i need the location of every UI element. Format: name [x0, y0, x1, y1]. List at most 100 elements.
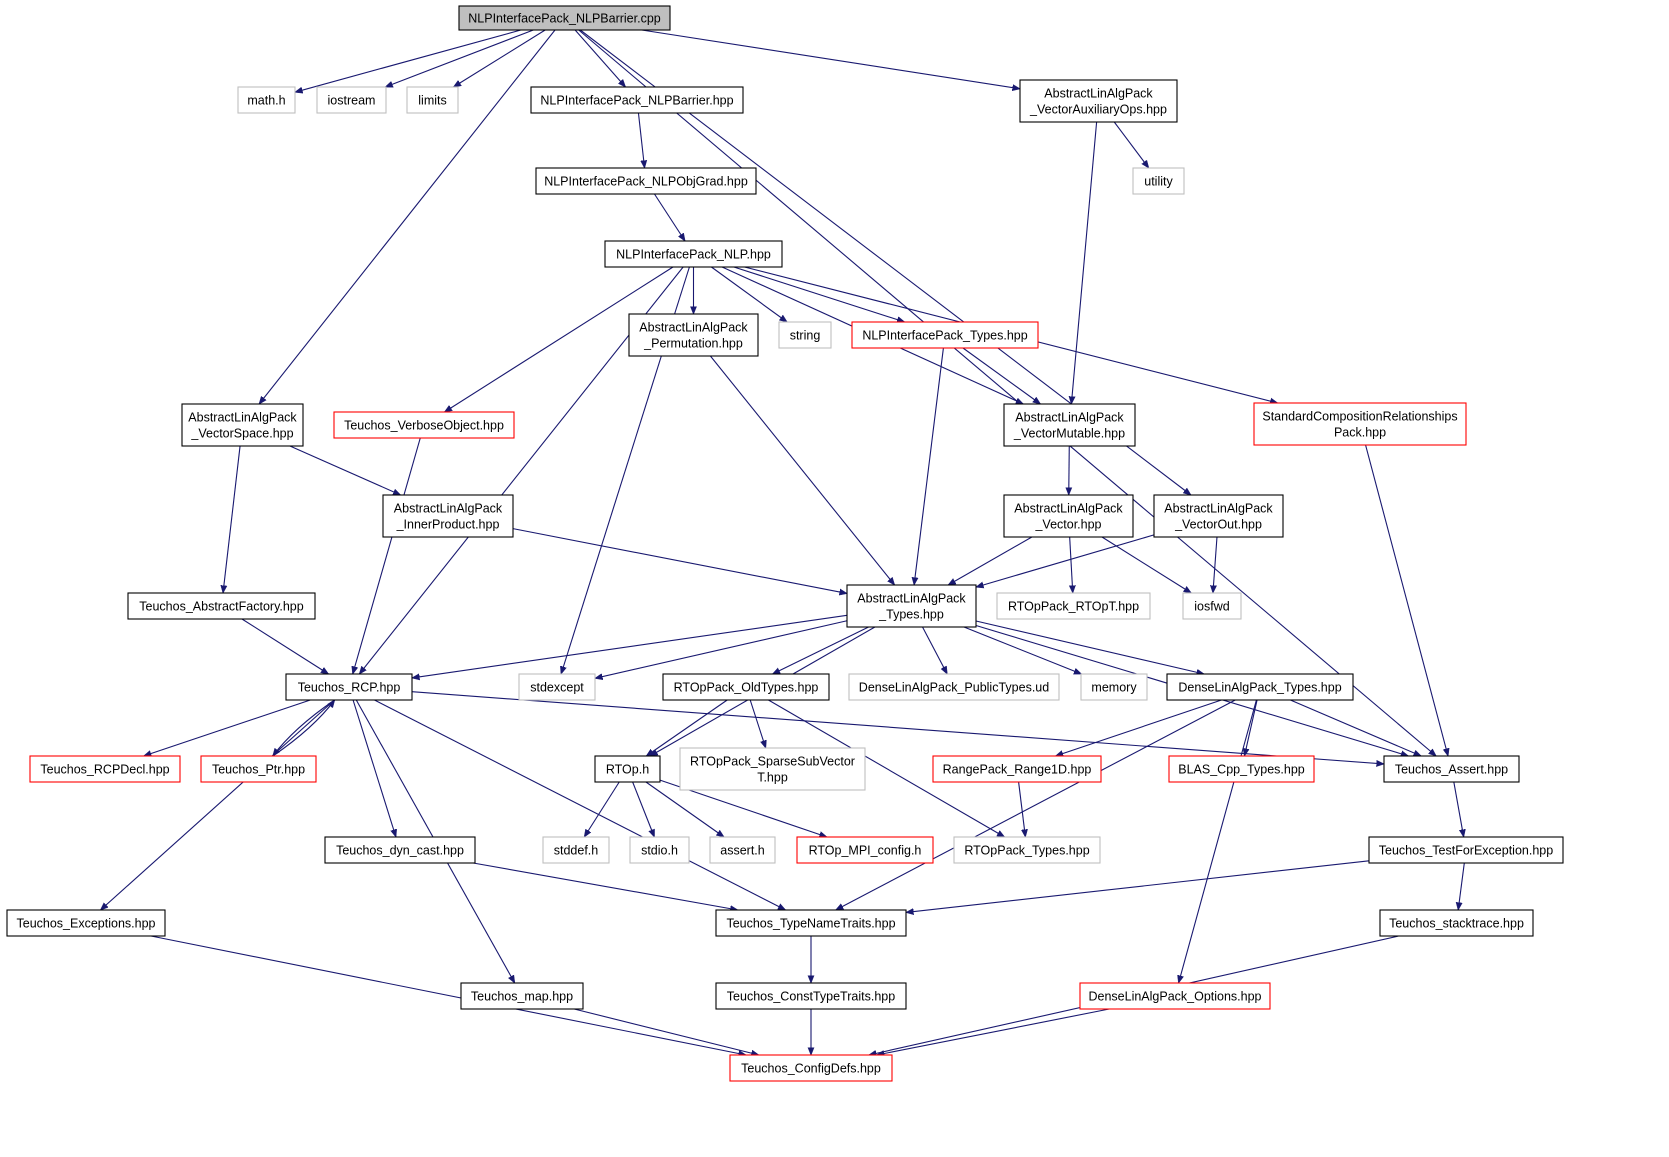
node-box: [1153, 494, 1284, 538]
node-range1d[interactable]: RangePack_Range1D.hpp: [932, 755, 1102, 783]
edge-stdcomp-to-assert: [1365, 444, 1448, 756]
node-label: DenseLinAlgPack_PublicTypes.ud: [859, 681, 1049, 695]
edge-innerprod-to-algtypes: [512, 528, 847, 594]
node-box: [316, 86, 387, 114]
node-algtypes[interactable]: AbstractLinAlgPack _Types.hpp: [846, 584, 977, 628]
node-label: stdio.h: [641, 844, 678, 858]
edge-rcp-to-assert: [411, 691, 1384, 764]
edge-vecspace-to-innerprod: [289, 445, 401, 496]
node-nlpobjgrad[interactable]: NLPInterfacePack_NLPObjGrad.hpp: [535, 167, 757, 195]
node-blas[interactable]: BLAS_Cpp_Types.hpp: [1168, 755, 1315, 783]
node-label: iosfwd: [1194, 600, 1229, 614]
node-vecaux[interactable]: AbstractLinAlgPack_VectorAuxiliaryOps.hp…: [1019, 79, 1178, 123]
node-box: [662, 673, 830, 701]
node-box: [796, 836, 934, 864]
edge-vecout-to-algtypes: [976, 534, 1155, 587]
node-box: [1080, 673, 1148, 701]
node-box: [1079, 982, 1271, 1010]
node-box: [382, 494, 514, 538]
node-label: _Permutation.hpp: [643, 337, 743, 351]
node-innerprod[interactable]: AbstractLinAlgPack_InnerProduct.hpp: [382, 494, 514, 538]
node-stacktrace[interactable]: Teuchos_stacktrace.hpp: [1379, 909, 1534, 937]
node-label: math.h: [247, 94, 285, 108]
node-denseopts[interactable]: DenseLinAlgPack_Options.hpp: [1079, 982, 1271, 1010]
node-mpiconfig[interactable]: RTOp_MPI_config.h: [796, 836, 934, 864]
edge-vecaux-to-vecmut: [1071, 121, 1098, 404]
node-box: [1003, 403, 1136, 447]
node-label: NLPInterfacePack_NLPBarrier.hpp: [540, 94, 733, 108]
node-box: [1379, 909, 1534, 937]
node-map[interactable]: Teuchos_map.hpp: [460, 982, 584, 1010]
node-label: AbstractLinAlgPack: [1014, 502, 1123, 516]
edge-algtypes-to-memory: [963, 626, 1082, 675]
node-nlp[interactable]: NLPInterfacePack_NLP.hpp: [604, 240, 783, 268]
node-utility: utility: [1132, 167, 1185, 195]
node-nlpbarrier[interactable]: NLPInterfacePack_NLPBarrier.hpp: [530, 86, 744, 114]
node-limits: limits: [406, 86, 459, 114]
node-box: [181, 403, 304, 447]
node-box: [29, 755, 181, 783]
node-typename[interactable]: Teuchos_TypeNameTraits.hpp: [715, 909, 907, 937]
edge-dyncast-to-typename: [473, 862, 738, 910]
node-string: string: [778, 321, 832, 349]
node-label: Teuchos_stacktrace.hpp: [1389, 917, 1524, 931]
edge-range1d-to-rtoptypes: [1018, 781, 1026, 837]
node-label: _Types.hpp: [878, 608, 944, 622]
node-oldtypes[interactable]: RTOpPack_OldTypes.hpp: [662, 673, 830, 701]
node-stdexcept: stdexcept: [518, 673, 596, 701]
edge-assert-to-testexc: [1453, 781, 1464, 837]
edge-rtop-to-stddef: [584, 781, 620, 837]
node-verbose[interactable]: Teuchos_VerboseObject.hpp: [333, 411, 515, 439]
node-vecmut[interactable]: AbstractLinAlgPack_VectorMutable.hpp: [1003, 403, 1136, 447]
node-box: [996, 592, 1151, 620]
node-label: Teuchos_RCPDecl.hpp: [40, 763, 169, 777]
edge-root-to-iostream: [385, 29, 534, 88]
node-densetypes[interactable]: DenseLinAlgPack_Types.hpp: [1166, 673, 1354, 701]
node-label: AbstractLinAlgPack: [1164, 502, 1273, 516]
node-testexc[interactable]: Teuchos_TestForException.hpp: [1368, 836, 1564, 864]
node-label: RTOp_MPI_config.h: [809, 844, 922, 858]
node-box: [594, 755, 661, 783]
edge-root-to-nlpbarrier: [574, 29, 625, 87]
node-perm[interactable]: AbstractLinAlgPack_Permutation.hpp: [628, 313, 759, 357]
node-ptr[interactable]: Teuchos_Ptr.hpp: [200, 755, 317, 783]
edge-nlp-to-verbose: [444, 266, 674, 412]
node-vector[interactable]: AbstractLinAlgPack_Vector.hpp: [1003, 494, 1134, 538]
node-configdefs[interactable]: Teuchos_ConfigDefs.hpp: [729, 1054, 893, 1082]
edges-layer: [100, 29, 1465, 1055]
node-box: [604, 240, 783, 268]
node-box: [1166, 673, 1354, 701]
node-dyncast[interactable]: Teuchos_dyn_cast.hpp: [324, 836, 476, 864]
edge-exceptions-to-configdefs: [150, 935, 746, 1055]
edge-rcp-to-dyncast: [352, 699, 396, 837]
node-vecout[interactable]: AbstractLinAlgPack_VectorOut.hpp: [1153, 494, 1284, 538]
node-exceptions[interactable]: Teuchos_Exceptions.hpp: [6, 909, 166, 937]
node-label: BLAS_Cpp_Types.hpp: [1178, 763, 1305, 777]
node-vecspace[interactable]: AbstractLinAlgPack_VectorSpace.hpp: [181, 403, 304, 447]
edge-nlpbarrier-to-nlpobjgrad: [637, 112, 644, 168]
node-box: [406, 86, 459, 114]
node-label: stddef.h: [554, 844, 599, 858]
node-nlptypes[interactable]: NLPInterfacePack_Types.hpp: [851, 321, 1039, 349]
node-box: [679, 747, 866, 791]
node-rtop[interactable]: RTOp.h: [594, 755, 661, 783]
edge-nlp-to-string: [711, 266, 787, 322]
edge-testexc-to-stacktrace: [1458, 862, 1465, 910]
node-box: [1253, 402, 1467, 446]
node-box: [460, 982, 584, 1010]
node-label: Teuchos_ConfigDefs.hpp: [741, 1062, 881, 1076]
node-assert[interactable]: Teuchos_Assert.hpp: [1383, 755, 1520, 783]
node-rcp[interactable]: Teuchos_RCP.hpp: [285, 673, 413, 701]
node-box: [729, 1054, 893, 1082]
node-absfactory[interactable]: Teuchos_AbstractFactory.hpp: [127, 592, 316, 620]
node-rcpdecl[interactable]: Teuchos_RCPDecl.hpp: [29, 755, 181, 783]
node-label: Teuchos_AbstractFactory.hpp: [139, 600, 303, 614]
edge-map-to-configdefs: [574, 1008, 759, 1055]
node-label: AbstractLinAlgPack: [857, 592, 966, 606]
node-consttype[interactable]: Teuchos_ConstTypeTraits.hpp: [715, 982, 907, 1010]
node-iostream: iostream: [316, 86, 387, 114]
